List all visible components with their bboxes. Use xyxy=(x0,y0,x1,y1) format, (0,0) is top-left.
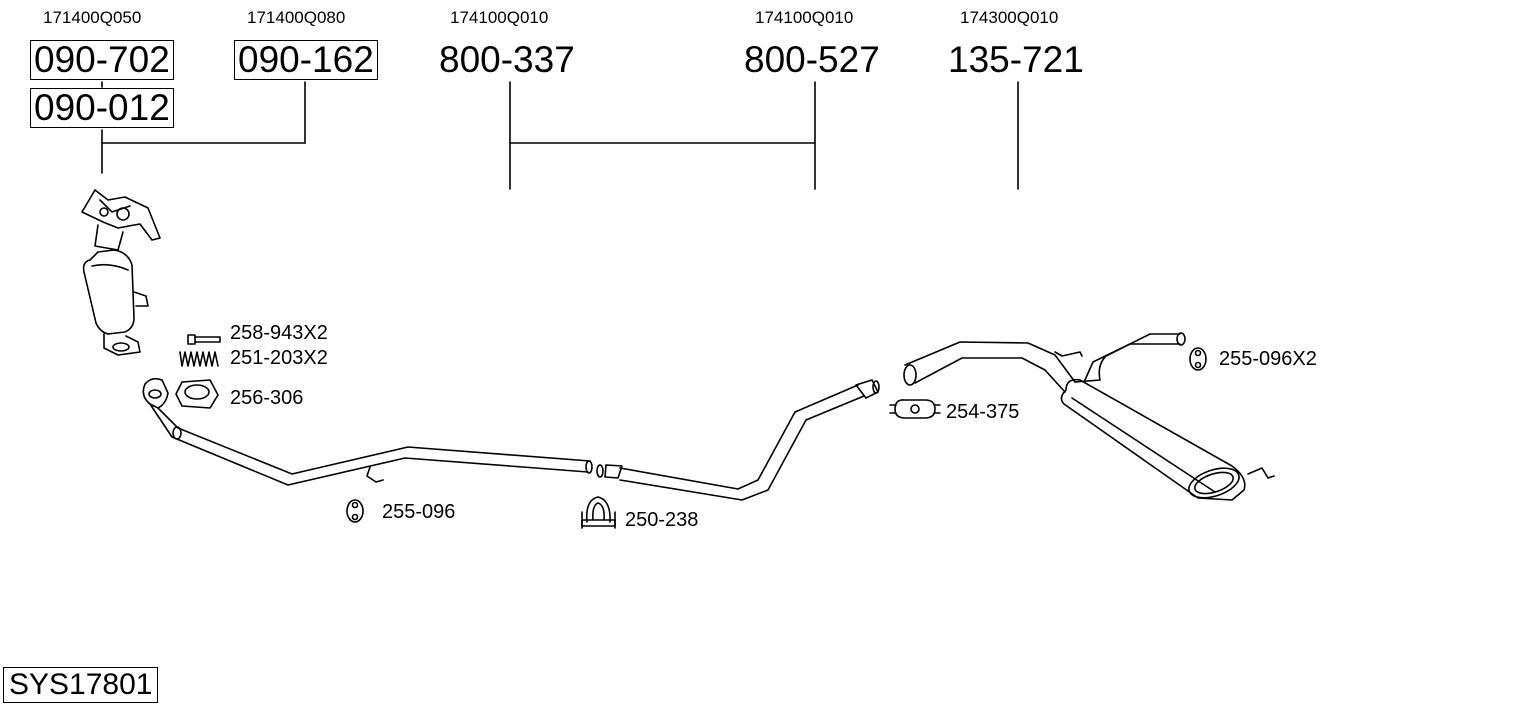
accessory-label-gasket[interactable]: 256-306 xyxy=(230,387,304,409)
oem-number: 171400Q080 xyxy=(247,8,346,27)
accessory-label-rubber-mount-rear[interactable]: 255-096X2 xyxy=(1219,348,1317,370)
oem-number: 171400Q050 xyxy=(43,8,142,27)
part-number-middle-pipe[interactable]: 800-527 xyxy=(744,39,880,80)
accessory-label-bolt[interactable]: 258-943X2 xyxy=(230,322,328,344)
accessory-label-spring[interactable]: 251-203X2 xyxy=(230,347,328,369)
front-pipe xyxy=(142,377,593,486)
part-number-front-pipe[interactable]: 800-337 xyxy=(439,39,575,80)
oem-number: 174100Q010 xyxy=(755,8,854,27)
accessory-label-clamp[interactable]: 250-238 xyxy=(625,509,699,531)
accessory-label-rubber-mount[interactable]: 255-096 xyxy=(382,501,456,523)
gasket-icon xyxy=(175,379,219,409)
spring-icon xyxy=(179,351,219,367)
part-number-rear-muffler[interactable]: 135-721 xyxy=(948,39,1084,80)
accessory-label-band-clamp[interactable]: 254-375 xyxy=(946,401,1020,423)
part-number-catalyst-alt[interactable]: 090-012 xyxy=(30,88,174,128)
rubber-mount-icon-rear xyxy=(1189,347,1207,371)
catalytic-converter xyxy=(81,189,161,356)
middle-pipe xyxy=(596,379,880,501)
band-clamp-icon xyxy=(889,399,941,419)
rubber-mount-icon-front xyxy=(346,499,364,523)
part-number-catalyst[interactable]: 090-702 xyxy=(30,40,174,80)
bolt-icon xyxy=(187,334,221,345)
part-number-catalyst-2[interactable]: 090-162 xyxy=(234,40,378,80)
u-clamp-icon xyxy=(581,496,616,529)
leader-lines xyxy=(101,81,1019,190)
oem-number: 174300Q010 xyxy=(960,8,1059,27)
rear-muffler xyxy=(903,332,1275,501)
oem-number: 174100Q010 xyxy=(450,8,549,27)
system-id-label: SYS17801 xyxy=(3,667,159,703)
